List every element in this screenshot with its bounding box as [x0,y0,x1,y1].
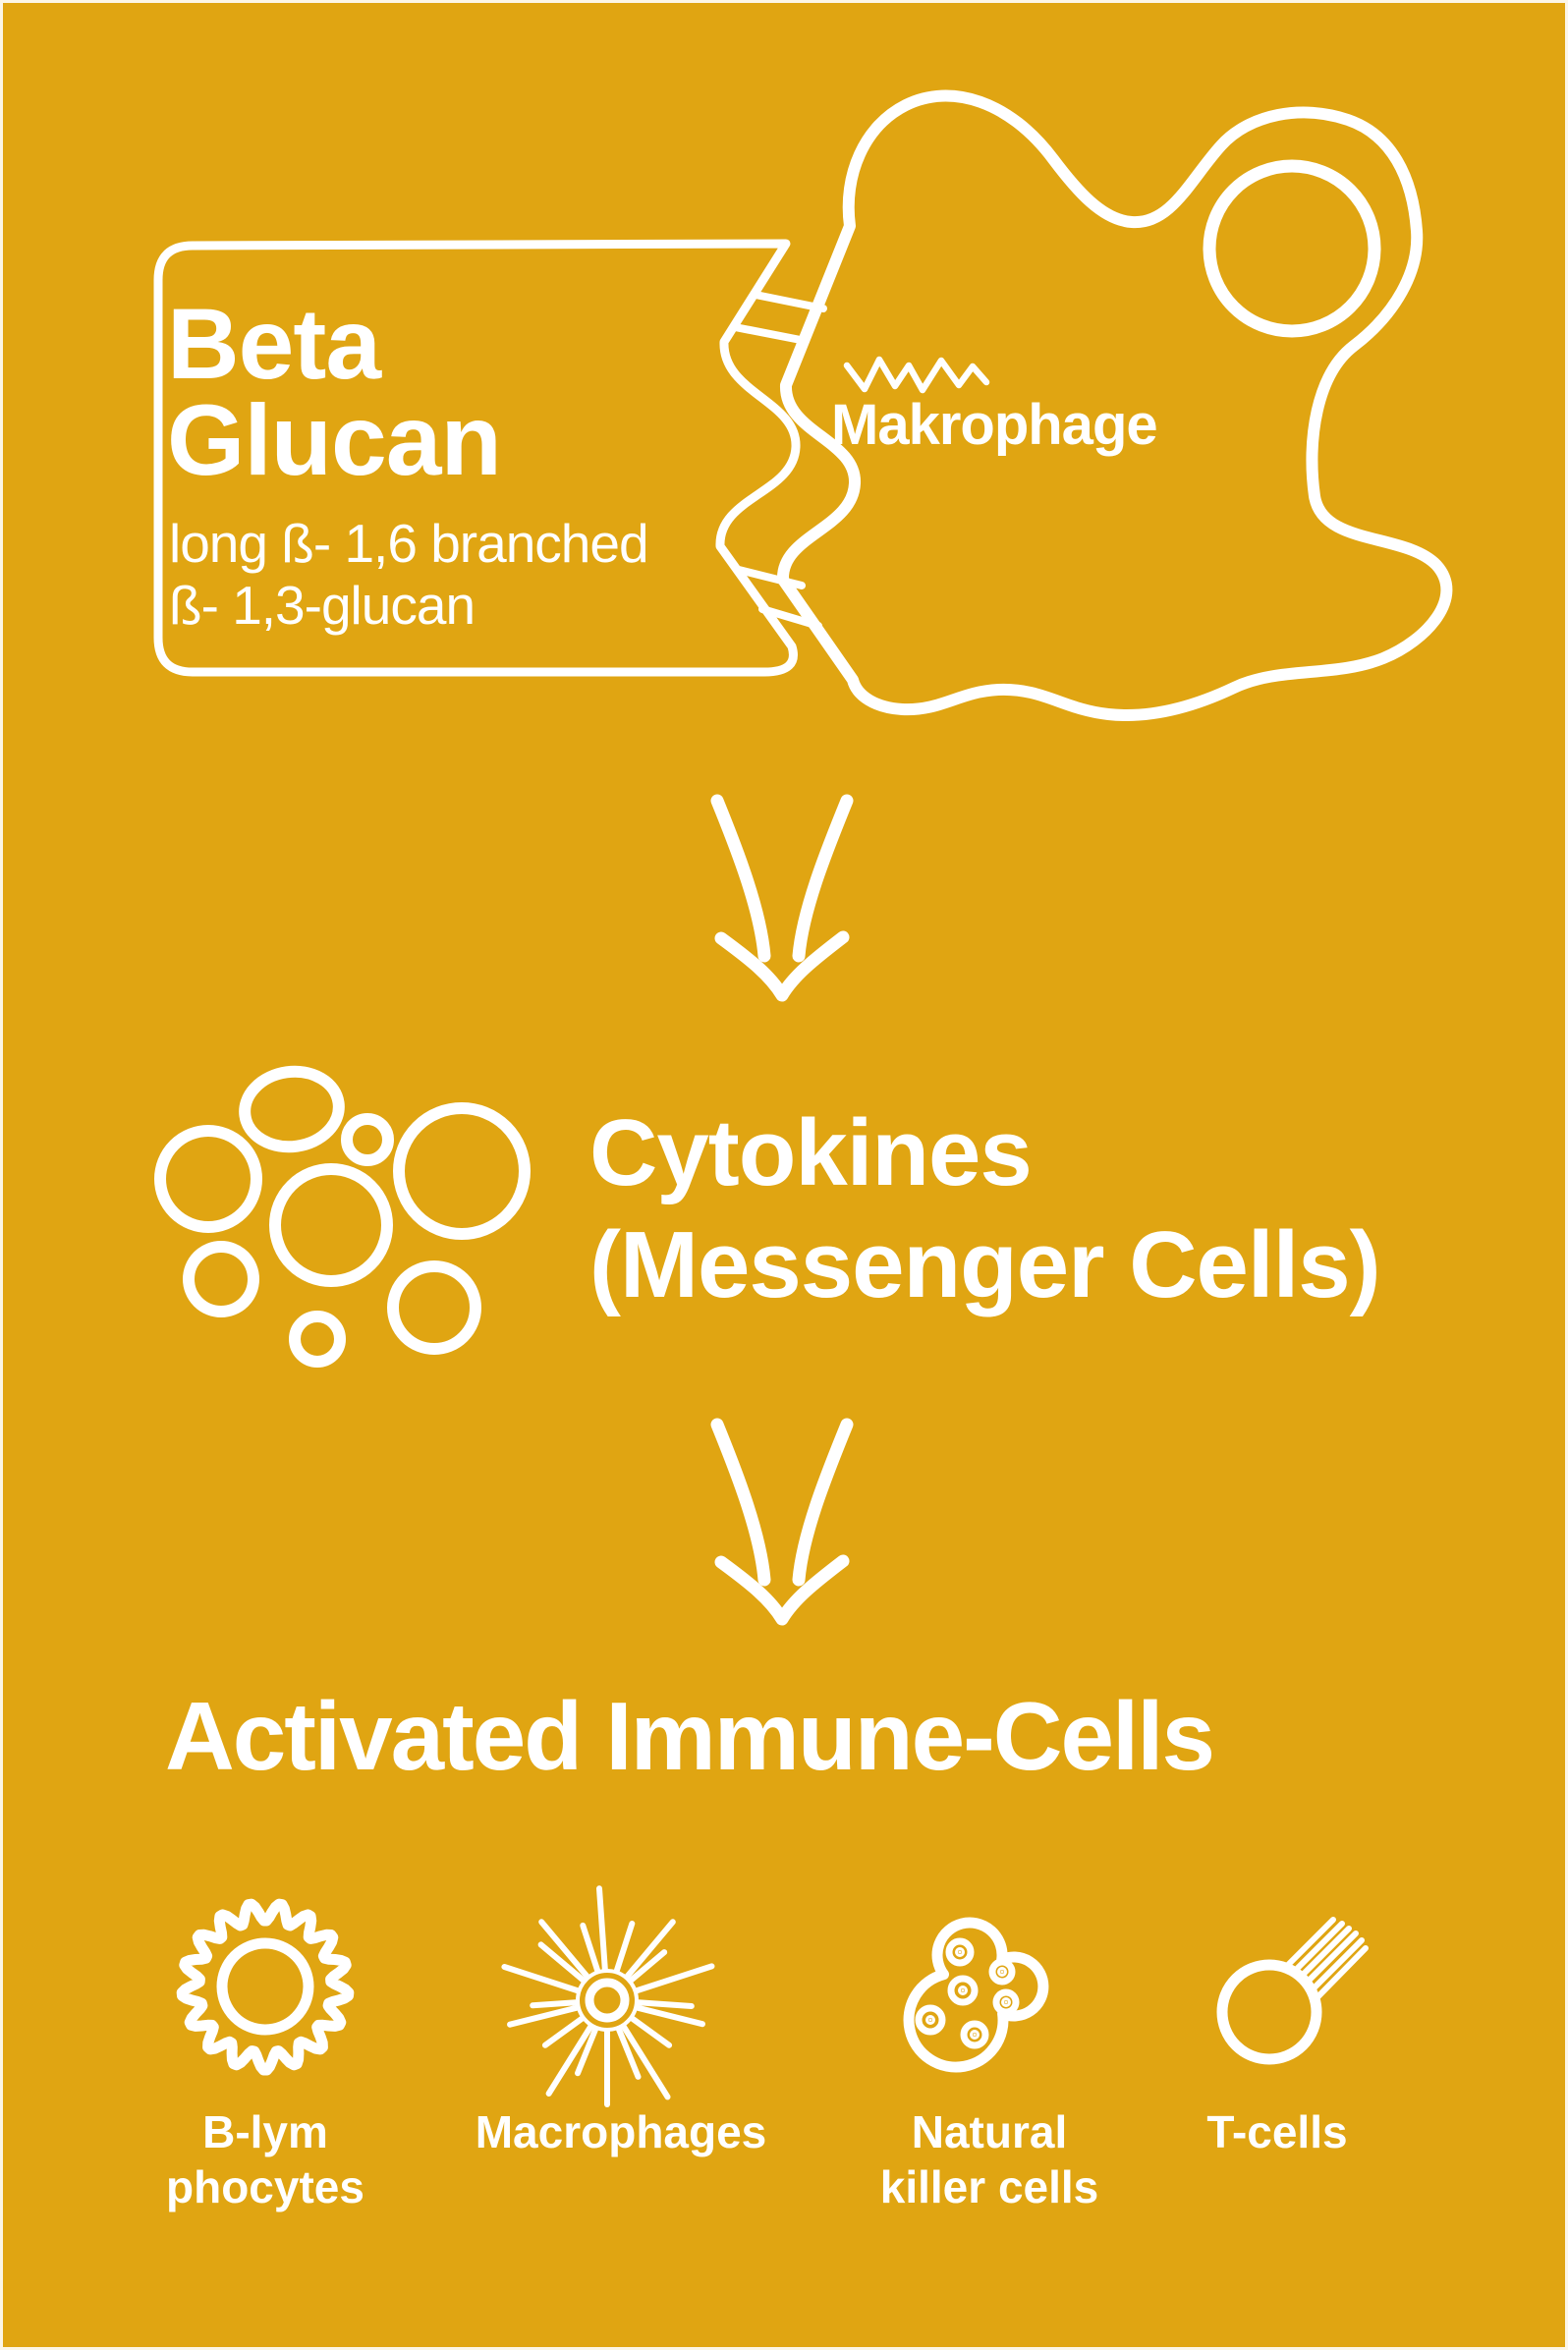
bubble [239,1065,345,1153]
macrophage-nucleus [1203,159,1381,338]
macrophages-starburst-icon [501,1885,715,2107]
bubble [154,1125,262,1233]
bubble [289,1311,346,1368]
t-cells-label: T-cells [1120,2104,1434,2159]
cytokines-heading-line2: (Messenger Cells) [589,1212,1381,1317]
arrow-down-icon [710,1418,854,1626]
bubble [341,1113,394,1166]
natural-killer-cell-icon [903,1917,1049,2073]
receptor-zigzag-icon [843,356,990,394]
macrophage-cell-outline [776,89,1453,721]
arrow-down-icon [710,794,854,1002]
macrophage-label: Makrophage [831,393,1158,457]
bubble [393,1102,531,1240]
label-line: phocytes [166,2161,364,2212]
beta-glucan-subtitle: long ß- 1,6 branched ß- 1,3-glucan [169,513,649,637]
label-line: T-cells [1206,2106,1348,2157]
beta-glucan-title: Beta Glucan [167,288,502,496]
t-cell-receptor-lines [1282,1917,1369,2000]
rays [501,1885,715,2107]
bubble [387,1260,481,1355]
macrophage-membrane [776,89,1453,721]
nk-granules [915,1937,1020,2049]
activated-immune-cells-heading: Activated Immune-Cells [165,1682,1215,1790]
label-line: Macrophages [475,2106,767,2157]
b-lymphocytes-label: B-lym phocytes [108,2104,422,2214]
beta-glucan-title-line1: Beta [167,288,381,400]
nk-membrane [903,1917,1049,2073]
bubble [183,1241,259,1317]
beta-glucan-subtitle-line2: ß- 1,3-glucan [169,575,476,636]
nucleus [216,1937,314,2036]
outer-ring [576,1969,639,2032]
beta-glucan-box-outline [153,239,801,677]
macrophages-label: Macrophages [464,2104,778,2159]
t-cell-icon [1216,1917,1369,2065]
cytokines-heading-line1: Cytokines [589,1100,1033,1205]
beta-glucan-title-line2: Glucan [167,384,502,496]
label-line: Natural [911,2106,1068,2157]
cytokine-bubbles-icon [154,1065,531,1368]
t-cell-body [1216,1959,1322,2065]
beta-glucan-subtitle-line1: long ß- 1,6 branched [169,513,649,574]
cytokines-heading: Cytokines (Messenger Cells) [589,1097,1381,1321]
label-line: killer cells [879,2161,1099,2212]
natural-killer-cells-label: Natural killer cells [832,2104,1147,2214]
bubble [269,1163,393,1287]
scalloped-membrane [176,1898,355,2076]
b-lymphocyte-icon [176,1898,355,2076]
label-line: B-lym [202,2106,328,2157]
center-ring [585,1978,630,2023]
